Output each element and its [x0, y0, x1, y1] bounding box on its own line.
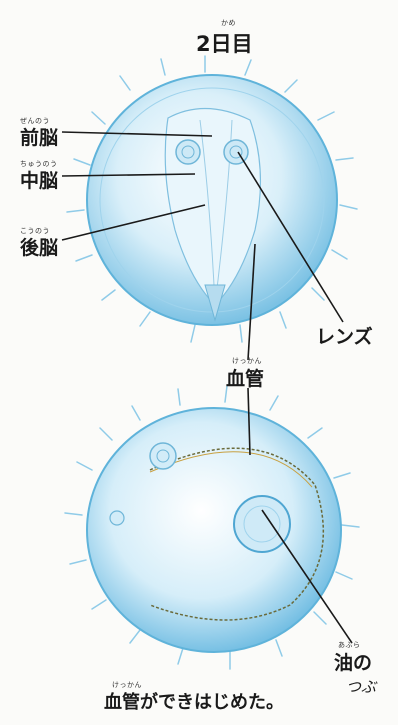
lens-label: レンズ [316, 322, 373, 349]
egg-bottom [65, 386, 359, 669]
right-eye [224, 140, 248, 164]
hindbrain-label: 後脳 [20, 233, 58, 260]
oil-droplet [234, 496, 290, 552]
left-eye [176, 140, 200, 164]
egg-top [67, 56, 357, 342]
page-title: 2日目 [196, 28, 253, 58]
oil-drop-label: 油の [334, 648, 372, 675]
oil-drop-label-2: つぶ [346, 676, 376, 697]
title-ruby: かめ [221, 18, 236, 28]
blood-vessel-label: 血管 [226, 364, 264, 391]
forebrain-label: 前脳 [20, 123, 58, 150]
midbrain-label: 中脳 [20, 166, 58, 193]
caption: 血管ができはじめた。 [104, 688, 284, 714]
